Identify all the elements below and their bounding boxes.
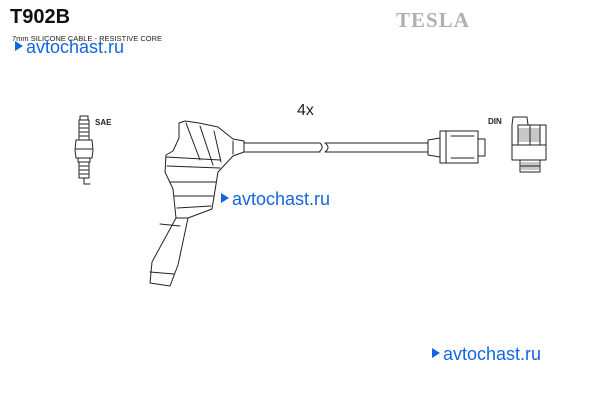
watermark-arrow-icon	[15, 41, 23, 52]
brand-logo: TESLA	[396, 8, 470, 32]
watermark-arrow-icon	[432, 348, 440, 359]
cable-line	[243, 142, 429, 153]
sae-label: SAE	[95, 118, 112, 127]
din-terminal-icon	[511, 116, 547, 173]
part-code: T902B	[10, 6, 71, 28]
din-label: DIN	[488, 117, 502, 126]
cable-description: 7mm SILICONE CABLE - RESISTIVE CORE	[12, 34, 163, 43]
quantity-label: 4x	[297, 102, 314, 119]
watermark-middle: avtochast.ru	[221, 189, 330, 210]
watermark-bottom: avtochast.ru	[432, 344, 541, 365]
plug-boot-icon	[149, 120, 245, 287]
watermark-text: avtochast.ru	[232, 189, 331, 209]
watermark-arrow-icon	[221, 193, 229, 204]
watermark-text: avtochast.ru	[443, 344, 542, 364]
distributor-connector-icon	[427, 130, 486, 164]
watermark-text: avtochast.ru	[26, 37, 125, 57]
spark-plug-icon	[74, 115, 94, 185]
watermark-top: avtochast.ru	[15, 37, 124, 58]
